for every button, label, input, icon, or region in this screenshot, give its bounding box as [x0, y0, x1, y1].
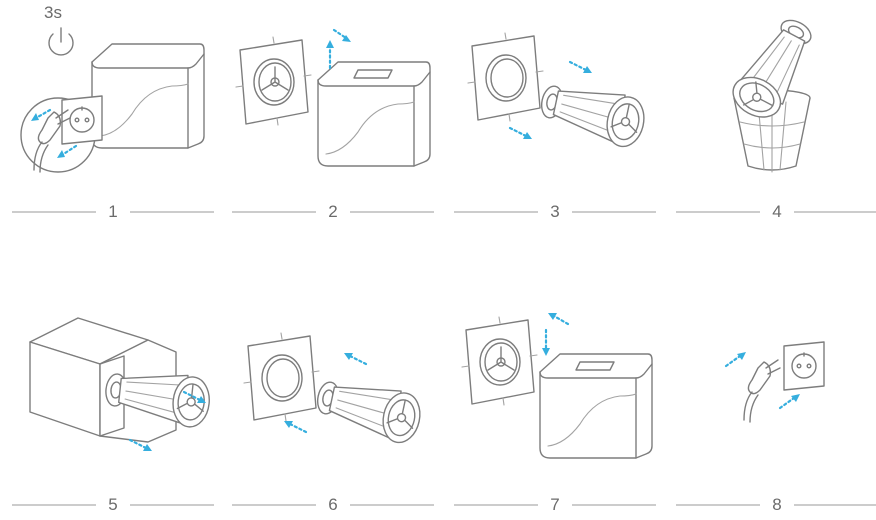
step-1-illustration: [21, 28, 204, 172]
device-box-icon: [92, 44, 204, 148]
plug-icon: [744, 342, 824, 422]
step-5-illustration: [30, 318, 212, 451]
wall-panel-icon: [236, 37, 311, 125]
wall-panel-icon: [468, 33, 543, 121]
step-3-illustration: [468, 33, 649, 150]
power-icon: [49, 28, 73, 55]
power-hold-duration: 3s: [44, 3, 62, 23]
plug-icon: [21, 96, 102, 172]
fan-tube-icon: [312, 374, 424, 446]
step-number-3: 3: [535, 202, 575, 222]
step-number-4: 4: [757, 202, 797, 222]
step-number-6: 6: [313, 495, 353, 515]
step-6-illustration: [244, 333, 425, 446]
step-number-7: 7: [535, 495, 575, 515]
step-4-illustration: [726, 10, 820, 172]
wall-panel-icon: [462, 317, 537, 405]
direction-arrow-icon: [542, 313, 568, 356]
step-number-1: 1: [93, 202, 133, 222]
step-number-8: 8: [757, 495, 797, 515]
step-number-5: 5: [93, 495, 133, 515]
device-box-icon: [318, 62, 430, 166]
step-2-illustration: [236, 30, 430, 166]
step-7-illustration: [462, 313, 652, 458]
device-box-icon: [540, 354, 652, 458]
step-8-illustration: [726, 342, 824, 422]
wall-panel-icon: [244, 333, 319, 421]
fan-tube-icon: [536, 78, 648, 150]
step-number-2: 2: [313, 202, 353, 222]
